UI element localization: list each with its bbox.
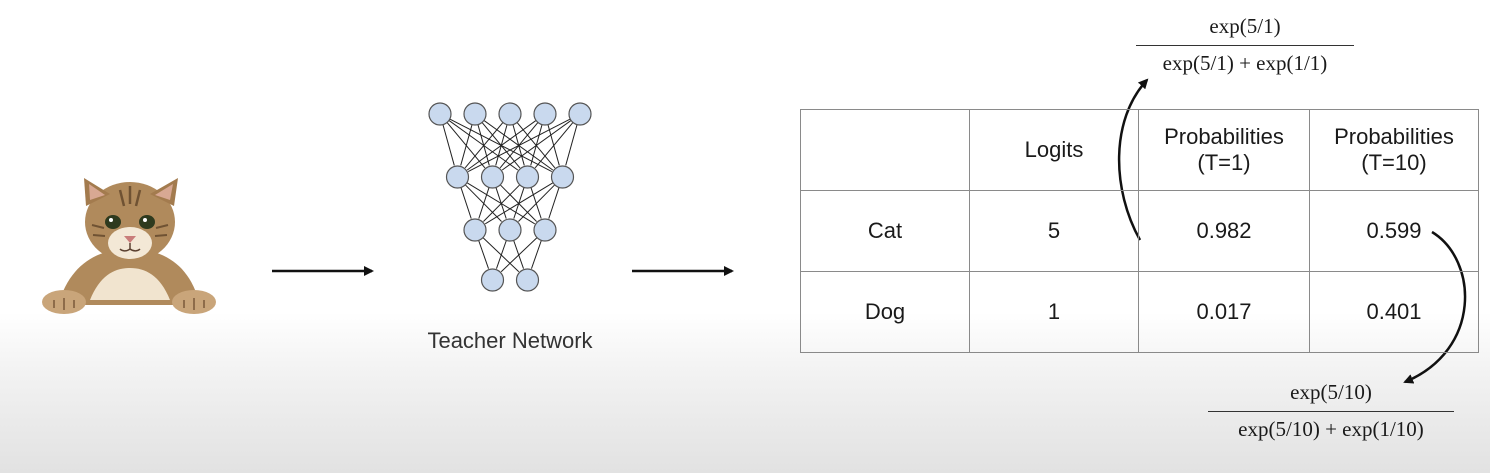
network-connection [518, 184, 556, 222]
row-label-cat: Cat [800, 190, 970, 272]
network-connection [483, 184, 521, 222]
network-connection [500, 237, 538, 273]
network-connection [478, 187, 490, 219]
cell-prob-t1: 0.982 [1138, 190, 1310, 272]
network-node [515, 165, 540, 189]
network-node [498, 102, 522, 126]
network-node [463, 218, 487, 242]
network-connection [548, 187, 560, 219]
network-node [445, 165, 470, 189]
formula-t10: exp(5/10) exp(5/10) + exp(1/10) [1208, 380, 1454, 442]
network-connection [460, 187, 472, 219]
cell-logit: 1 [969, 271, 1139, 353]
formula-t1-denominator: exp(5/1) + exp(1/1) [1136, 45, 1354, 76]
network-connection [460, 124, 473, 166]
network-node [515, 268, 540, 292]
table-header-empty [800, 109, 970, 191]
formula-t10-numerator: exp(5/10) [1290, 380, 1372, 404]
table-header-prob-t10: Probabilities (T=10) [1309, 109, 1479, 191]
formula-t1: exp(5/1) exp(5/1) + exp(1/1) [1136, 14, 1354, 76]
network-connection [478, 240, 490, 269]
network-node [428, 102, 452, 126]
network-connection [466, 120, 537, 171]
teacher-network-graph [428, 102, 592, 292]
network-connection [464, 122, 504, 169]
table-row: Cat 5 0.982 0.599 [800, 190, 1479, 272]
table-header-prob-t1: Probabilities (T=1) [1138, 109, 1310, 191]
formula-t10-denominator: exp(5/10) + exp(1/10) [1208, 411, 1454, 442]
cell-logit: 5 [969, 190, 1139, 272]
network-connection [467, 118, 571, 172]
network-node [568, 102, 592, 126]
network-node [480, 268, 505, 292]
cell-prob-t10: 0.599 [1309, 190, 1479, 272]
network-connection [565, 124, 578, 166]
network-connection [495, 240, 507, 269]
network-connection [530, 240, 542, 269]
network-node [533, 102, 557, 126]
network-node [480, 165, 505, 189]
network-connection [442, 124, 455, 166]
table-header-row: Logits Probabilities (T=1) Probabilities… [800, 109, 1479, 191]
probability-table: Logits Probabilities (T=1) Probabilities… [800, 109, 1479, 353]
network-connection [501, 120, 572, 171]
cell-prob-t1: 0.017 [1138, 271, 1310, 353]
network-node [533, 218, 557, 242]
network-node [463, 102, 487, 126]
table-header-logits: Logits [969, 109, 1139, 191]
row-label-dog: Dog [800, 271, 970, 353]
cat-image [42, 178, 216, 314]
network-connection [485, 182, 554, 225]
formula-t1-numerator: exp(5/1) [1209, 14, 1281, 38]
network-node [550, 165, 575, 189]
table-row: Dog 1 0.017 0.401 [800, 271, 1479, 353]
cell-prob-t10: 0.401 [1309, 271, 1479, 353]
teacher-network-label: Teacher Network [427, 328, 593, 353]
network-connection [534, 122, 574, 169]
network-node [498, 218, 522, 242]
